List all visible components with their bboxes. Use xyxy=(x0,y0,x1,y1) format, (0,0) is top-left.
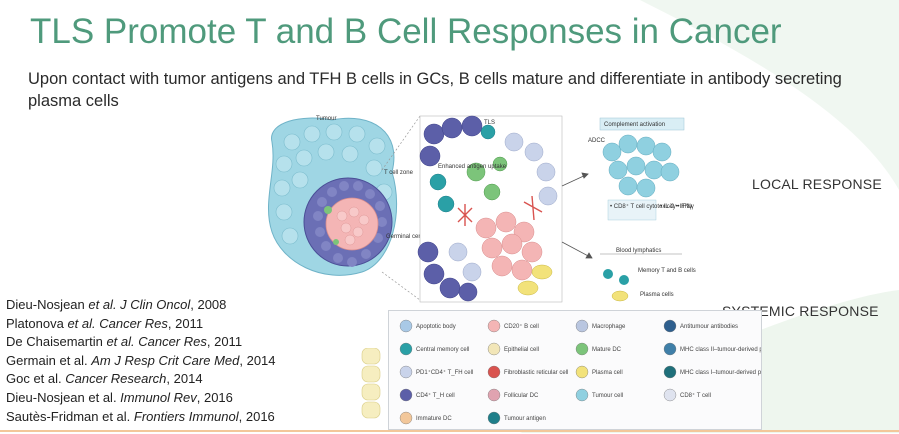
legend-swatch xyxy=(400,412,412,424)
legend-swatches: Apoptotic body CD20⁺ B cell Macrophage Anti… xyxy=(389,311,761,429)
legend-swatch xyxy=(488,343,500,355)
legend-label: Immature DC xyxy=(416,416,452,422)
legend-swatch xyxy=(576,343,588,355)
legend-label: CD8⁺ T cell xyxy=(680,392,711,399)
t-cell-zone-label: T cell zone xyxy=(384,170,414,176)
reference-item: Platonova et al. Cancer Res, 2011 xyxy=(6,315,276,334)
legend-item: Apoptotic body xyxy=(400,320,456,332)
legend-label: Macrophage xyxy=(592,324,626,330)
legend-label: Central memory cell xyxy=(416,347,469,353)
legend-label: Epithelial cell xyxy=(504,347,539,353)
legend-item: MHC class II–tumour-derived peptide anti… xyxy=(664,343,761,355)
legend-item: Plasma cell xyxy=(576,366,623,378)
legend-item: Central memory cell xyxy=(400,343,469,355)
legend-swatch xyxy=(488,320,500,332)
legend-label: Mature DC xyxy=(592,347,622,353)
legend-swatch xyxy=(664,366,676,378)
cell-legend: Apoptotic body CD20⁺ B cell Macrophage Anti… xyxy=(388,310,762,430)
legend-item: Follicular DC xyxy=(488,389,539,401)
legend-swatch xyxy=(400,343,412,355)
legend-item: Mature DC xyxy=(576,343,622,355)
legend-swatch xyxy=(400,366,412,378)
legend-label: Tumour cell xyxy=(592,393,623,399)
legend-swatch xyxy=(664,343,676,355)
legend-item: Immature DC xyxy=(400,412,452,424)
tumour-label: Tumour xyxy=(316,116,336,122)
legend-label: PD1⁺CD4⁺ T_FH cell xyxy=(416,369,473,376)
reference-item: Dieu-Nosjean et al. J Clin Oncol, 2008 xyxy=(6,296,276,315)
slide-title: TLS Promote T and B Cell Responses in Ca… xyxy=(30,12,782,52)
legend-swatch xyxy=(488,366,500,378)
legend-swatch xyxy=(488,389,500,401)
legend-item: PD1⁺CD4⁺ T_FH cell xyxy=(400,366,473,378)
legend-swatch xyxy=(488,412,500,424)
complement-activation-label: Complement activation xyxy=(604,122,665,128)
il2-label: • IL-2 • IFNγ xyxy=(660,204,692,210)
reference-item: De Chaisemartin et al. Cancer Res, 2011 xyxy=(6,333,276,352)
legend-swatch xyxy=(576,320,588,332)
local-response-label: LOCAL RESPONSE xyxy=(752,176,882,192)
legend-label: CD20⁺ B cell xyxy=(504,323,539,330)
legend-label: Apoptotic body xyxy=(416,324,456,330)
legend-label: Tumour antigen xyxy=(504,416,546,422)
legend-label: MHC class I–tumour-derived peptide antig… xyxy=(680,370,761,376)
legend-item: Tumour antigen xyxy=(488,412,546,424)
legend-item: Antitumour antibodies xyxy=(664,320,738,332)
blood-lymphatics-label: Blood lymphatics xyxy=(616,248,661,254)
legend-item: CD20⁺ B cell xyxy=(488,320,539,332)
legend-item: Macrophage xyxy=(576,320,626,332)
reference-item: Dieu-Nosjean et al. Immunol Rev, 2016 xyxy=(6,389,276,408)
legend-item: CD4⁺ T_H cell xyxy=(400,389,455,401)
legend-label: Fibroblastic reticular cell xyxy=(504,370,568,376)
legend-item: CD8⁺ T cell xyxy=(664,389,711,401)
legend-item: MHC class I–tumour-derived peptide antig… xyxy=(664,366,761,378)
legend-swatch xyxy=(664,320,676,332)
legend-item: Epithelial cell xyxy=(488,343,539,355)
local-response-panel: Complement activation ADCC • CD8⁺ T cell… xyxy=(588,118,694,220)
plasma-cells-label: Plasma cells xyxy=(640,292,674,298)
reference-item: Sautès-Fridman et al. Frontiers Immunol,… xyxy=(6,408,276,427)
legend-item: Fibroblastic reticular cell xyxy=(488,366,568,378)
tls-panel: TLS Enhanced antigen uptake xyxy=(418,116,562,302)
legend-label: Follicular DC xyxy=(504,393,539,399)
legend-label: Antitumour antibodies xyxy=(680,324,738,330)
tls-label: TLS xyxy=(484,120,495,126)
systemic-response-panel: Blood lymphatics Memory T and B cells Pl… xyxy=(600,248,696,301)
legend-swatch xyxy=(400,389,412,401)
enhanced-antigen-label: Enhanced antigen uptake xyxy=(438,164,507,170)
adcc-label: ADCC xyxy=(588,138,606,144)
legend-label: Plasma cell xyxy=(592,370,623,376)
reference-item: Goc et al. Cancer Research, 2014 xyxy=(6,370,276,389)
response-arrows xyxy=(562,173,592,258)
tls-illustration: Tumour T cell zone Germinal centre xyxy=(262,112,762,304)
legend-label: MHC class II–tumour-derived peptide anti… xyxy=(680,347,761,353)
legend-swatch xyxy=(576,366,588,378)
plasma-cells-decoration xyxy=(360,348,382,428)
legend-swatch xyxy=(400,320,412,332)
tumour-panel: Tumour T cell zone Germinal centre xyxy=(262,112,429,282)
legend-swatch xyxy=(664,389,676,401)
memory-cells-label: Memory T and B cells xyxy=(638,268,696,274)
legend-swatch xyxy=(576,389,588,401)
slide-subtitle: Upon contact with tumor antigens and TFH… xyxy=(28,68,858,112)
reference-item: Germain et al. Am J Resp Crit Care Med, … xyxy=(6,352,276,371)
legend-label: CD4⁺ T_H cell xyxy=(416,392,455,399)
legend-item: Tumour cell xyxy=(576,389,623,401)
